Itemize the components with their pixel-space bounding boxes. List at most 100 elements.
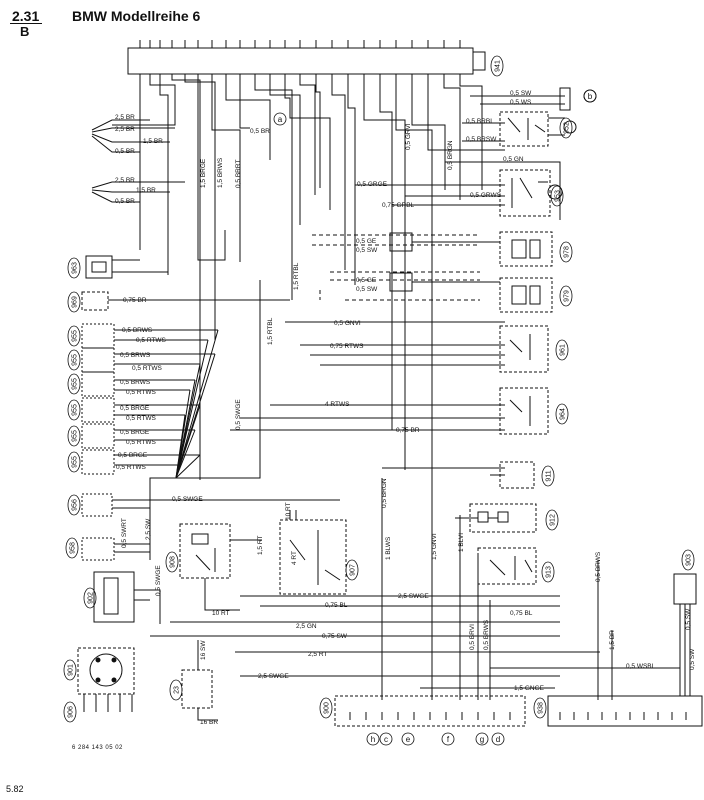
wire-label-w-15gnvi: 1,5 GNVI [431,533,438,560]
connector-941-housing [127,47,474,75]
wire-label-w-05swge-956: 0,5 SWGE [172,496,203,503]
wire-label-w-05rtws-5: 0,5 RTWS [126,439,157,446]
svg-text:f: f [447,735,450,744]
wire-label-w-05brge-1: 0,5 BRGE [120,405,150,412]
wire-label-w-05swge-902: 0,5 SWGE [155,565,162,596]
wire-label-w-25br-top: 2,5 BR [115,114,135,121]
wire-label-w-25br-3: 2,5 BR [115,177,135,184]
wire-label-w-05brws-r: 0,5 BRWS [595,551,602,582]
svg-text:956: 956 [72,499,79,511]
wire-label-w-05grws: 0,5 GRWS [470,192,502,199]
wire-label-w-05brws-1: 0,5 BRWS [122,327,153,334]
wire-label-w-05ws: 0,5 WS [510,99,532,106]
wire-label-w-05rtws-6: 0,5 RTWS [116,464,147,471]
svg-text:b: b [588,92,593,101]
wire-label-w-25br-2: 2,5 BR [115,126,135,133]
wire-label-w-05gnvi: 0,5 GNVI [334,320,361,327]
component-902-label: 902 [83,587,97,609]
wire-label-w-05brge-3: 0,5 BRGE [118,452,148,459]
connector-c-label: c [379,732,393,746]
connector-b-label: b [583,89,597,103]
wire-label-w-075sw: 0,75 SW [322,633,348,640]
connector-f-label: f [441,732,455,746]
wire-label-w-05brgn-mid: 0,5 BRGN [381,478,388,508]
component-907-label: 907 [345,559,359,581]
wire-label-w-05sw-r: 0,5 SW [685,608,692,630]
svg-text:h: h [371,735,375,744]
svg-text:907: 907 [350,564,357,576]
wire-label-w-05brws-b: 0,5 BRWS [483,619,490,650]
component-903-label: 903 [681,549,695,571]
component-963-label: 963 [67,257,81,279]
wire-label-w-16br: 16 BR [200,719,218,726]
connector-e-label: e [401,732,415,746]
wire-label-w-05gn: 0,5 GN [503,156,524,163]
svg-text:901: 901 [68,664,75,676]
wire-label-w-05sw-2: 0,5 SW [356,286,378,293]
wire-label-w-15rtbl: 1,5 RTBL [293,262,300,290]
wire-label-w-05rtws-2: 0,5 RTWS [132,365,163,372]
svg-text:g: g [480,735,484,744]
wire-label-w-05swrt: 0,5 SWRT [121,518,128,548]
svg-text:911: 911 [546,470,553,481]
wire-lines [77,40,703,727]
wire-label-w-075rtws: 0,75 RTWS [330,343,364,350]
wire-label-w-05sw: 0,5 SW [510,90,532,97]
component-969-label: 969 [67,291,81,313]
wire-label-w-05grvi: 0,5 GRVI [405,123,412,150]
wire-label-w-075br-969: 0,75 BR [123,297,147,304]
svg-text:903: 903 [686,554,693,566]
component-958-label: 958 [65,537,79,559]
wire-label-w-15rt: 1,5 RT [257,536,264,555]
svg-text:912: 912 [550,514,557,526]
connector-h-label: h [366,732,380,746]
wire-label-w-25swge-1: 2,5 SWGE [398,593,429,600]
svg-text:955: 955 [72,354,79,366]
svg-text:969: 969 [72,296,79,308]
subsection-letter: B [20,24,30,39]
wire-label-w-075bl-2: 0,75 BL [325,602,348,609]
wire-label-w-25swge-2: 2,5 SWGE [258,673,289,680]
component-908-label: 908 [165,551,179,573]
wire-label-w-05ge-2: 0,5 GE [356,277,377,284]
wire-label-w-16sw: 16 SW [200,640,207,660]
wire-label-w-05brvi: 0,5 BRVI [469,624,476,650]
component-953-label: 953 [550,185,564,207]
wire-label-w-05brbl: 0,5 BRBL [466,118,494,125]
wire-label-w-05rtws-1: 0,5 RTWS [136,337,167,344]
wire-label-w-075grbl: 0,75 GRBL [382,202,415,209]
svg-text:952: 952 [564,122,571,134]
wire-label-w-4rt: 4 RT [291,551,298,565]
wire-label-w-05rtws-3: 0,5 RTWS [126,389,157,396]
svg-text:963: 963 [72,262,79,274]
component-912-label: 912 [545,509,559,531]
svg-text:953: 953 [555,190,562,202]
component-955-label: 955 [67,451,81,473]
wire-label-w-10rt-2: 10 RT [285,502,292,520]
wire-label-w-05br-2: 0,5 BR [115,198,135,205]
svg-text:e: e [406,735,411,744]
component-941-label: 941 [490,55,504,77]
svg-text:900: 900 [324,702,331,714]
wire-label-w-05wsbl: 0,5 WSBL [626,663,656,670]
svg-text:913: 913 [546,566,553,578]
component-900-label: 900 [319,697,333,719]
wire-label-w-05brws-2: 0,5 BRWS [120,352,151,359]
component-913-label: 913 [541,561,555,583]
wire-label-w-1blvi: 1 BLVI [458,533,465,552]
svg-text:958: 958 [70,542,77,554]
svg-text:d: d [496,735,500,744]
svg-text:955: 955 [72,404,79,416]
component-955-label: 955 [67,399,81,421]
wire-label-w-05brws-3: 0,5 BRWS [120,379,151,386]
svg-text:908: 908 [170,556,177,568]
wire-label-w-05grge: 0,5 GRGE [357,181,388,188]
wire-label-w-15br-r: 1,5 BR [609,630,616,650]
wire-label-w-05brsw: 0,5 BRSW [466,136,497,143]
wire-label-w-15br-1: 1,5 BR [143,138,163,145]
wire-label-w-05br-1: 0,5 BR [115,148,135,155]
svg-text:964: 964 [560,408,567,420]
